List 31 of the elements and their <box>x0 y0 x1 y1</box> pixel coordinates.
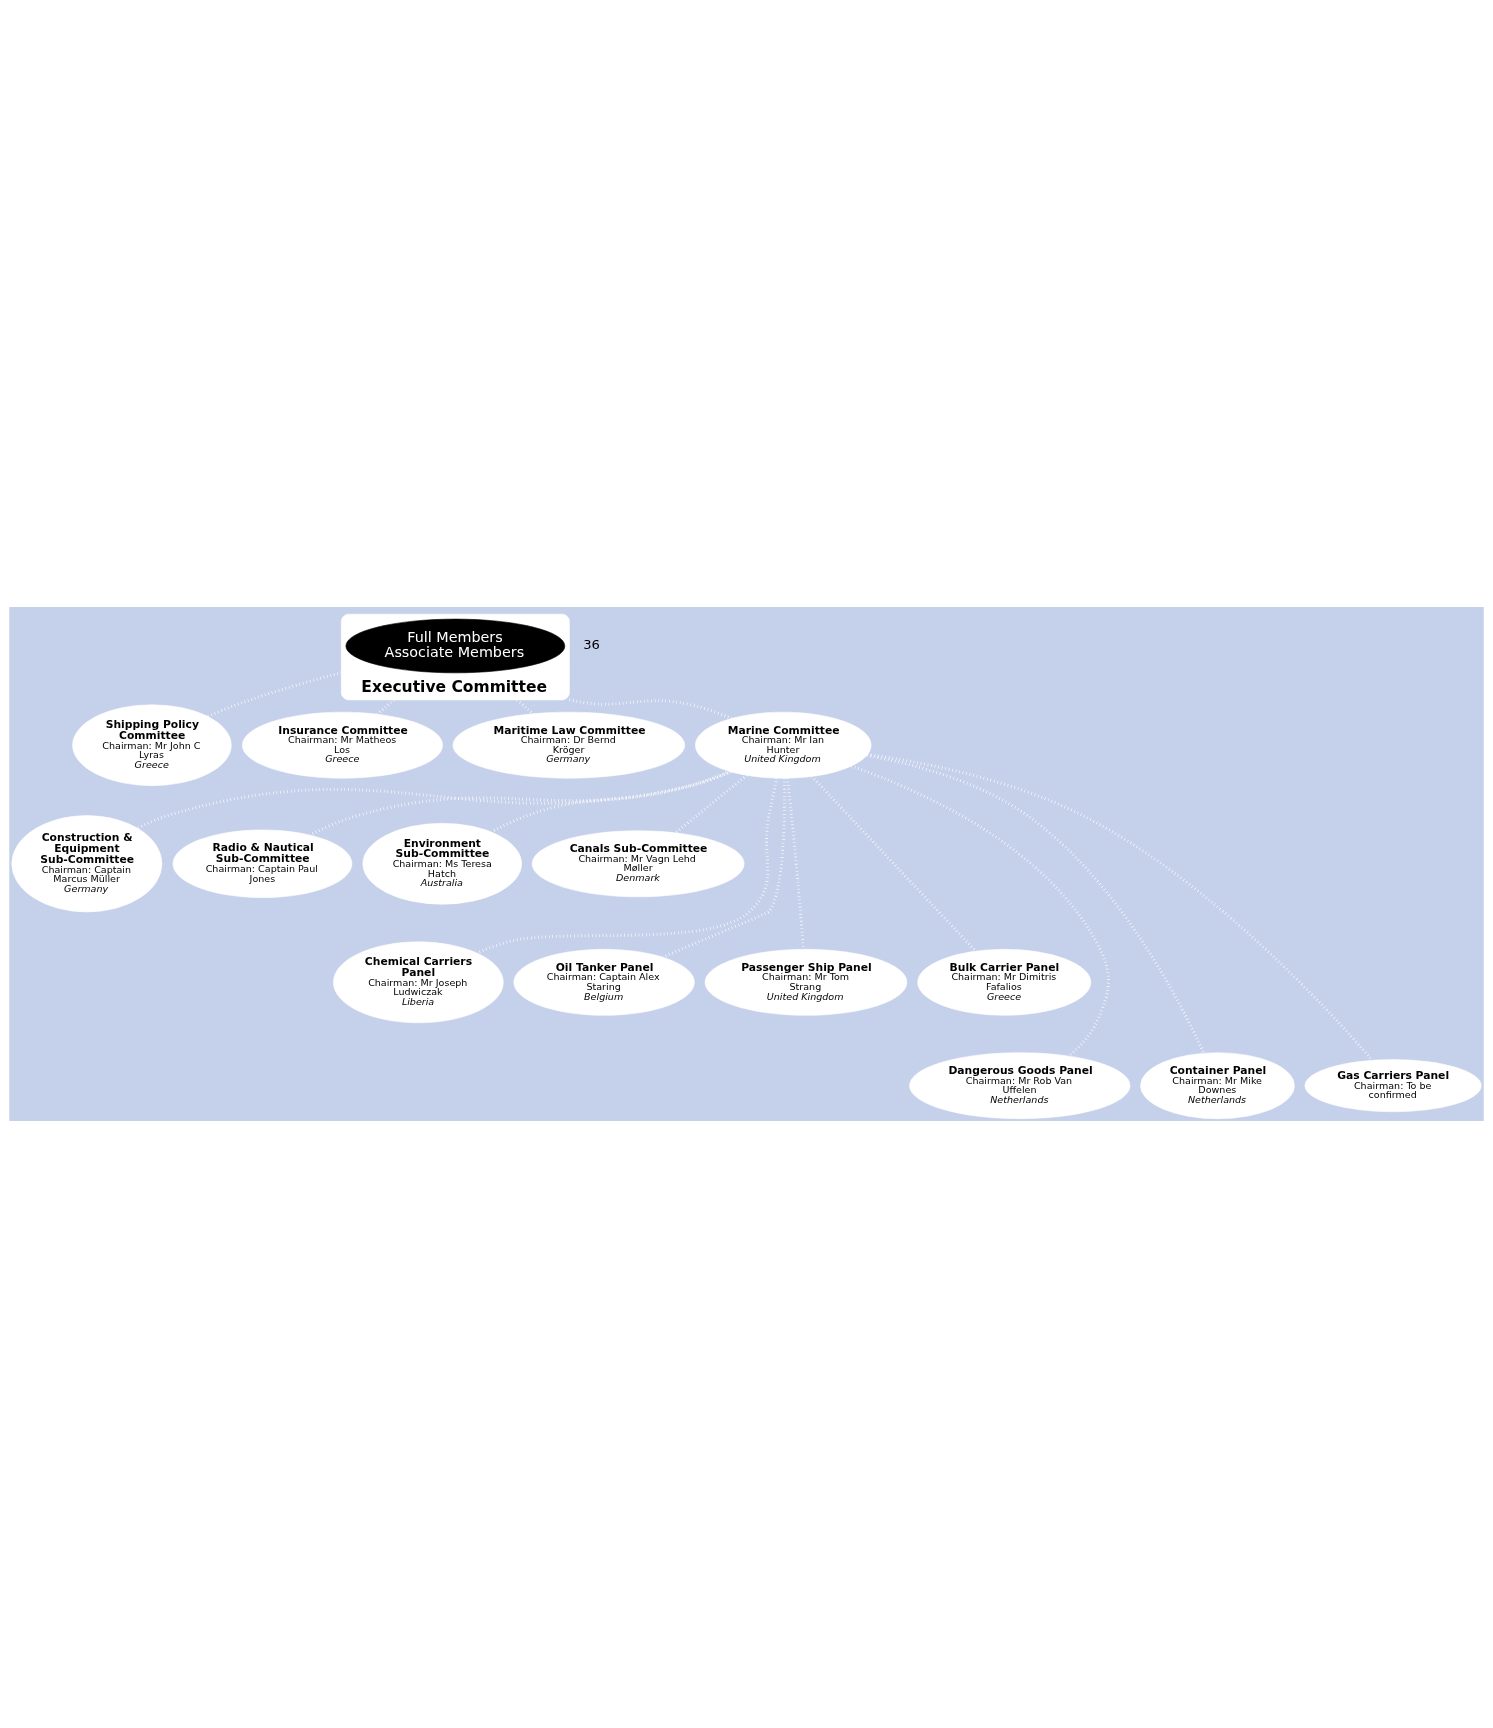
connector <box>662 778 786 959</box>
node-ellipse: Chemical Carriers Panel Chairman: Mr Joseph Ludwiczak Liberia <box>333 941 504 1024</box>
connector <box>850 764 1110 1058</box>
node-ellipse: Environment Sub-Committee Chairman: Ms Teresa Hatch Australia <box>362 823 522 905</box>
label: 36 <box>583 637 600 653</box>
node-ellipse: Marine Committee Chairman: Mr Ian Hunter United Kingdom <box>695 711 872 779</box>
connector <box>568 698 733 720</box>
connector <box>137 770 732 830</box>
node-ellipse: Gas Carriers Panel Chairman: To be confirmed <box>1304 1059 1482 1113</box>
node-ellipse: Canals Sub-Committee Chairman: Mr Vagn Lehd Møller Denmark <box>531 830 745 898</box>
node-ellipse: Container Panel Chairman: Mr Mike Downes Netherlands <box>1140 1052 1295 1119</box>
node-ellipse: Full Members Associate Members <box>345 618 566 674</box>
node-ellipse: Passenger Ship Panel Chairman: Mr Tom Strang United Kingdom <box>704 949 908 1016</box>
connector <box>866 754 1206 1054</box>
connector <box>785 778 805 950</box>
connector <box>476 777 779 955</box>
node-ellipse: Bulk Carrier Panel Chairman: Mr Dimitris Fafalios Greece <box>917 949 1092 1016</box>
connector <box>207 671 342 718</box>
node-ellipse: Shipping Policy Committee Chairman: Mr John C Lyras Greece <box>72 704 232 786</box>
node-ellipse: Insurance Committee Chairman: Mr Matheos Los Greece <box>242 711 443 779</box>
connector <box>516 698 535 715</box>
node-ellipse: Construction & Equipment Sub-Committee Chairman: Captain Marcus Müller Germany <box>11 815 163 913</box>
node-ellipse: Radio & Nautical Sub-Committee Chairman: Captain Paul Jones <box>172 829 353 898</box>
connector <box>810 775 977 953</box>
connector <box>376 698 395 716</box>
connector <box>309 770 732 837</box>
node-ellipse: Oil Tanker Panel Chairman: Captain Alex Staring Belgium <box>513 949 695 1016</box>
node-ellipse: Maritime Law Committee Chairman: Dr Bernd Kröger Germany <box>452 711 685 779</box>
connector <box>867 752 1374 1062</box>
node-ellipse: Dangerous Goods Panel Chairman: Mr Rob Van Uffelen Netherlands <box>909 1052 1131 1119</box>
connector <box>674 774 748 835</box>
